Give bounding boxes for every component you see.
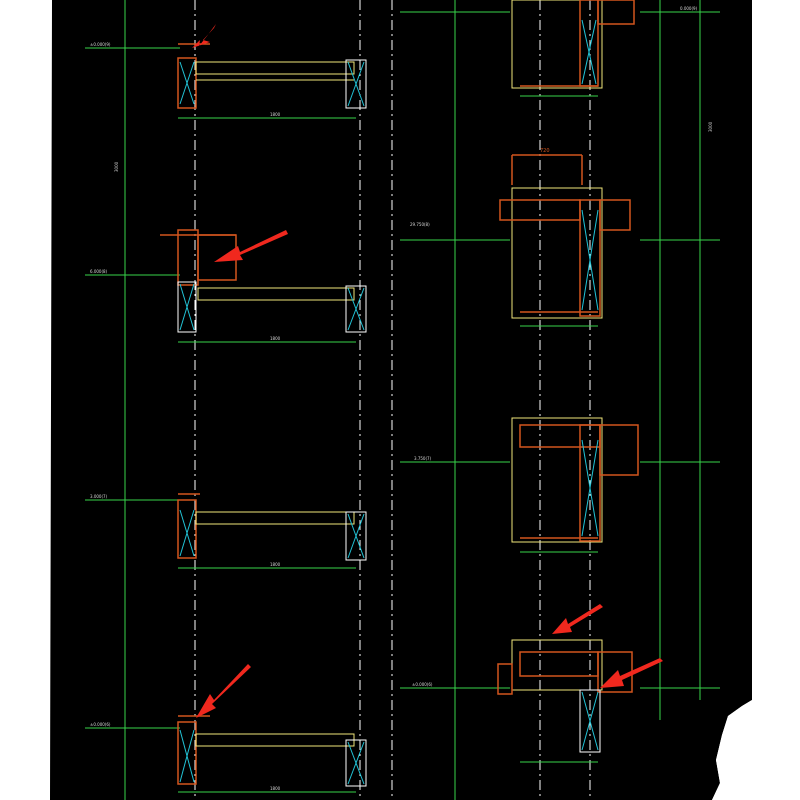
span-label: 1800 bbox=[270, 786, 281, 791]
left-section-3: 1800 3.000(7) bbox=[90, 493, 367, 569]
arrow-icon-1 bbox=[192, 24, 216, 48]
left-section-1: 1800 ±0.000(9) bbox=[90, 42, 367, 119]
level-label: 0.000(9) bbox=[680, 6, 698, 11]
right-section-1: 0.000(9) bbox=[511, 0, 698, 97]
cad-viewport bbox=[50, 0, 752, 800]
level-label: ±0.000(9) bbox=[90, 42, 111, 47]
top-dimension: 720 bbox=[540, 148, 550, 154]
level-label: ±0.000(6) bbox=[90, 722, 111, 727]
left-section-4: 1800 ±0.000(6) bbox=[90, 715, 367, 793]
level-label: ±0.000(6) bbox=[412, 682, 433, 687]
left-grid-lines bbox=[124, 0, 701, 800]
span-label: 1800 bbox=[270, 112, 281, 117]
level-lines bbox=[85, 11, 720, 729]
arrow-icon-3 bbox=[196, 664, 251, 718]
span-label: 1800 bbox=[270, 336, 281, 341]
left-axis-label: 3000 bbox=[114, 161, 119, 172]
arrow-icon-2 bbox=[214, 230, 288, 262]
left-section-2: 1800 6.000(8) bbox=[90, 229, 367, 343]
level-label: 29.750(8) bbox=[410, 222, 430, 227]
torn-edge bbox=[712, 700, 770, 800]
arrow-icon-5 bbox=[600, 658, 663, 688]
level-label: 3.000(7) bbox=[90, 494, 108, 499]
span-label: 1800 bbox=[270, 562, 281, 567]
right-section-3: 3.750(7) bbox=[414, 417, 639, 553]
level-label: 6.000(8) bbox=[90, 269, 108, 274]
arrow-icon-4 bbox=[552, 604, 603, 634]
level-label: 3.750(7) bbox=[414, 456, 432, 461]
right-section-2: 720 29.750(8) bbox=[410, 148, 631, 327]
right-axis-label: 3000 bbox=[708, 121, 713, 132]
right-section-4: ±0.000(6) bbox=[412, 639, 633, 763]
